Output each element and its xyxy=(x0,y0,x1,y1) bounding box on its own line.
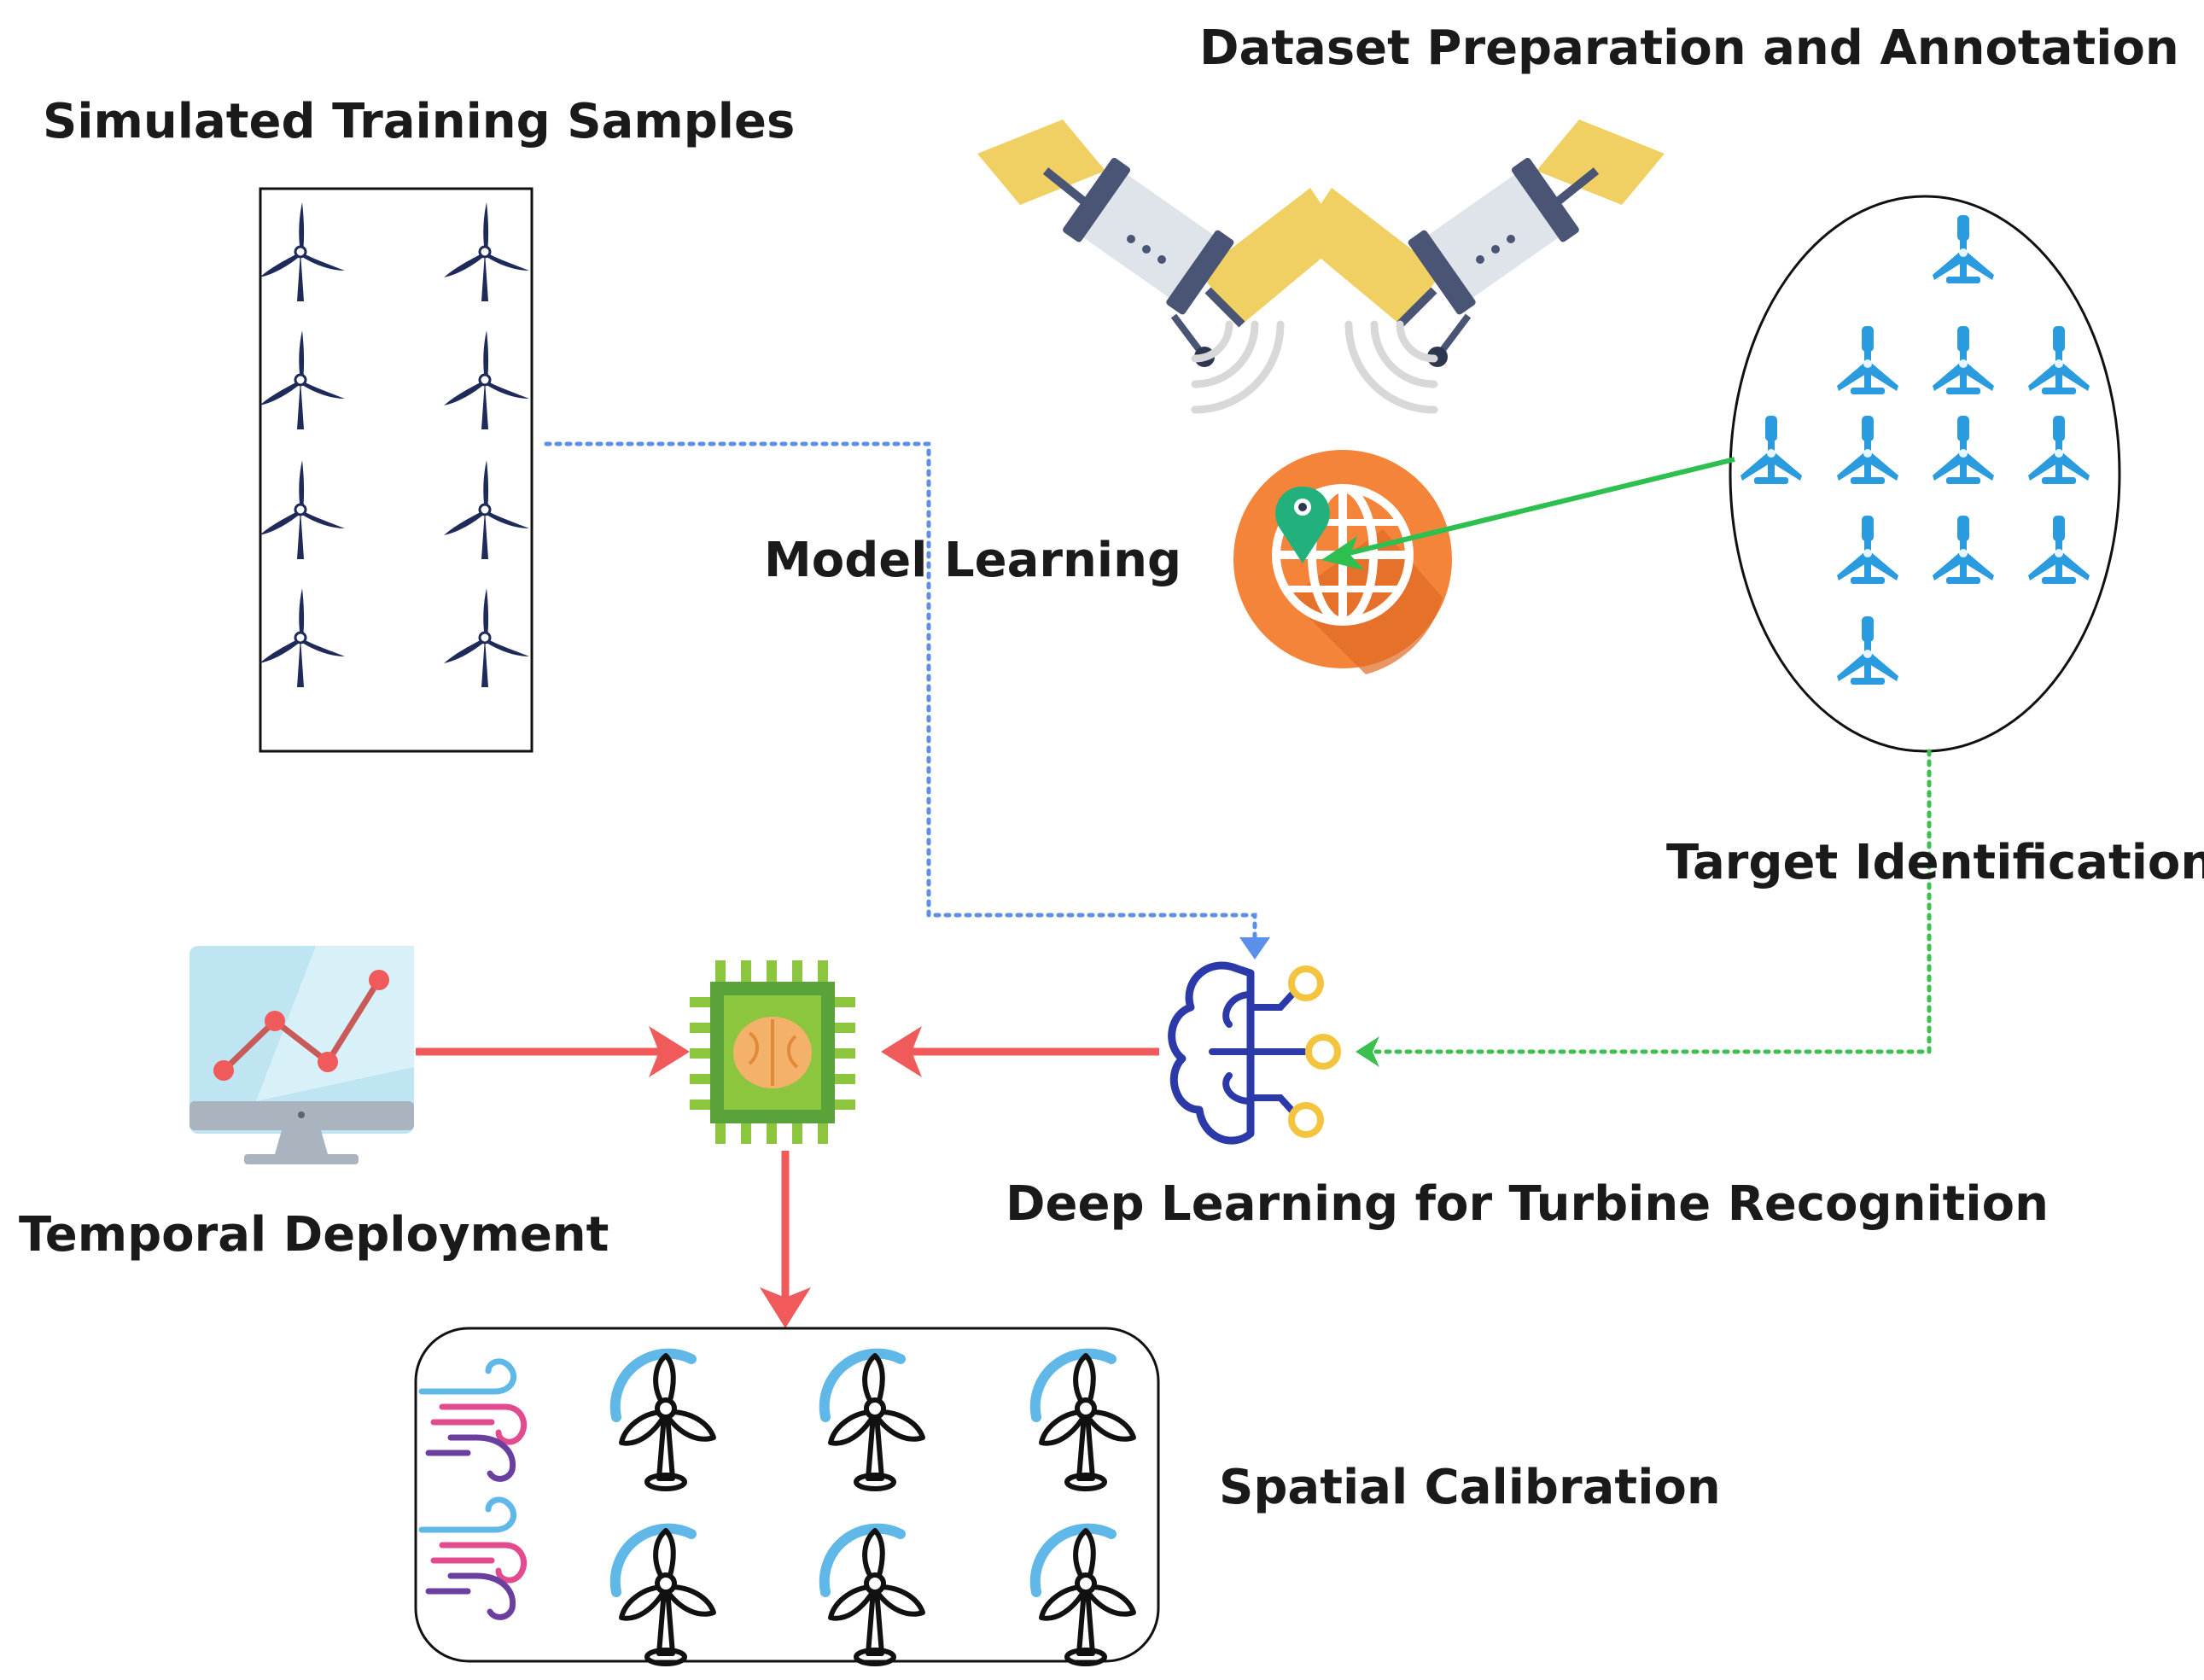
dataset-preparation-title: Dataset Preparation and Annotation xyxy=(1199,20,2179,76)
brain-chip-icon xyxy=(690,960,855,1144)
monitor-chart-icon xyxy=(189,946,414,1164)
deep-learning-label: Deep Learning for Turbine Recognition xyxy=(1006,1176,2049,1232)
spatial-calibration-panel xyxy=(414,1327,1160,1664)
temporal-deployment-label: Temporal Deployment xyxy=(19,1207,609,1263)
red-arrow xyxy=(881,1026,1159,1077)
simulated-samples-panel xyxy=(258,187,534,753)
globe-location-icon xyxy=(1233,450,1452,674)
green-arrow xyxy=(1321,457,1735,570)
spatial-calibration-label: Spatial Calibration xyxy=(1219,1460,1721,1515)
green-dotted-connector xyxy=(1356,749,1932,1067)
red-arrow xyxy=(416,1026,690,1077)
blue-dotted-connector xyxy=(544,441,1270,960)
simulated-samples-title: Simulated Training Samples xyxy=(43,94,796,149)
red-arrow xyxy=(760,1151,811,1328)
ai-brain-icon xyxy=(1168,961,1341,1145)
target-identification-label: Target Identification xyxy=(1666,835,2204,890)
satellite-icon xyxy=(977,120,1344,367)
aerial-turbines-panel xyxy=(1729,195,2121,753)
model-learning-label: Model Learning xyxy=(764,533,1182,588)
signal-waves-icon xyxy=(1191,320,1438,414)
